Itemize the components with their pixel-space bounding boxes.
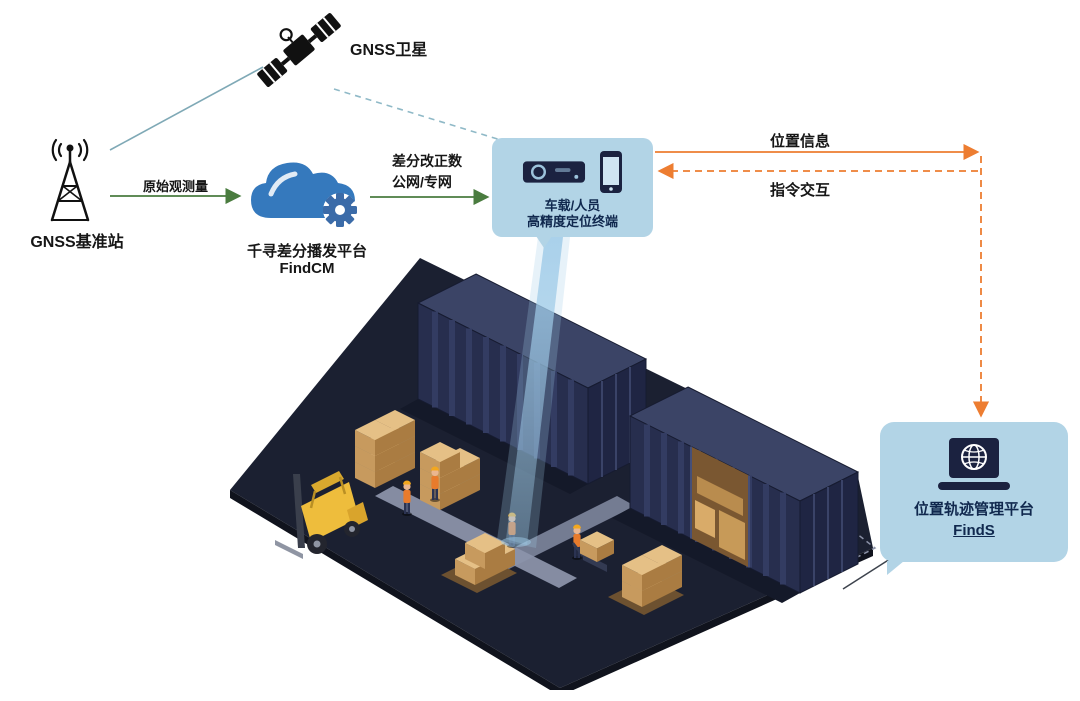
walk-lane xyxy=(375,486,577,588)
terminal-bubble-tail xyxy=(536,236,552,248)
management-platform-node: 位置轨迹管理平台 FindS xyxy=(880,422,1068,575)
correction-label-line2: 公网/专网 xyxy=(392,174,452,190)
base-station-label: GNSS基准站 xyxy=(30,234,124,251)
link-satellite-to-terminal xyxy=(333,88,505,142)
cloud-product-label: FindCM xyxy=(279,260,335,277)
container-yard-illustration xyxy=(230,258,877,690)
radio-tower-icon xyxy=(50,138,90,222)
terminal-node: 车载/人员 高精度定位终端 xyxy=(492,138,653,248)
shipping-container-open xyxy=(612,386,860,603)
link-satellite-to-station xyxy=(109,66,264,151)
position-info-label: 位置信息 xyxy=(769,133,830,150)
finds-bubble-tail xyxy=(887,561,904,575)
pallet-middle xyxy=(441,533,517,593)
terminal-label-line1: 车载/人员 xyxy=(544,198,601,213)
command-interaction-label: 指令交互 xyxy=(769,182,830,199)
worker-with-pallet-jack xyxy=(572,524,614,572)
gnss-receiver-icon xyxy=(522,161,586,183)
terminal-label-line2: 高精度定位终端 xyxy=(526,214,618,229)
laptop-globe-icon xyxy=(938,438,1010,490)
dock-marking xyxy=(763,525,877,591)
management-product-label: FindS xyxy=(953,522,995,539)
raw-observation-label: 原始观测量 xyxy=(142,179,208,194)
smartphone-icon xyxy=(600,151,622,193)
cloud-platform-label: 千寻差分播发平台 xyxy=(246,243,367,260)
satellite-label: GNSS卫星 xyxy=(350,42,428,59)
correction-label-line1: 差分改正数 xyxy=(392,153,462,169)
terminal-icons xyxy=(522,149,623,195)
management-platform-label: 位置轨迹管理平台 xyxy=(913,501,1034,518)
forklift xyxy=(275,471,368,559)
pallet-right xyxy=(608,545,684,615)
satellite-icon xyxy=(257,13,341,87)
cloud-gear-icon xyxy=(251,162,357,227)
